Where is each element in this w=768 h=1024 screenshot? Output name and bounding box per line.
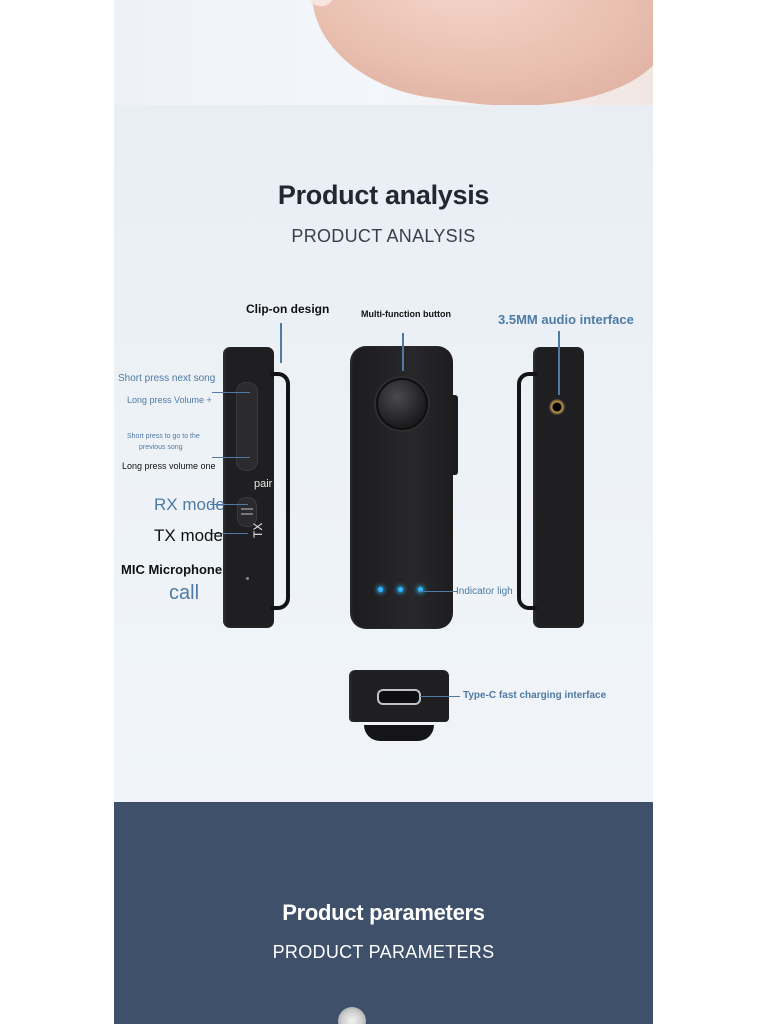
device-base — [364, 725, 434, 741]
short-press-prev-label-1: Short press to go to the — [127, 433, 200, 440]
belt-clip-left — [270, 372, 290, 610]
product-image-partial — [338, 1007, 366, 1024]
tx-mode-label: TX mode — [154, 526, 223, 545]
short-press-next-label: Short press next song — [118, 373, 216, 384]
audio-interface-label: 3.5MM audio interface — [498, 312, 634, 327]
multi-function-button[interactable] — [376, 378, 428, 430]
product-analysis-section: Product analysis PRODUCT ANALYSIS pair T… — [114, 105, 653, 802]
belt-clip-right — [517, 372, 537, 610]
long-press-vol-down-label: Long press volume one — [122, 461, 216, 471]
leader-audio — [558, 331, 560, 395]
pair-label: pair — [254, 478, 273, 490]
leader-indicator — [420, 591, 458, 592]
multi-button-label: Multi-function button — [361, 309, 451, 319]
analysis-title: Product analysis — [277, 180, 490, 210]
volume-rocker — [236, 382, 258, 471]
leader-tx — [212, 533, 248, 534]
typec-label: Type-C fast charging interface — [463, 690, 607, 701]
finger-image — [299, 0, 653, 105]
indicator-dot — [418, 587, 423, 592]
long-press-vol-up-label: Long press Volume + — [127, 395, 212, 405]
leader-button — [402, 333, 404, 371]
params-subtitle: PRODUCT PARAMETERS — [272, 942, 495, 962]
leader-rx — [210, 504, 248, 505]
type-c-port — [377, 689, 421, 705]
mic-hole — [246, 577, 249, 580]
leader-clip — [280, 323, 282, 363]
product-page: Product analysis PRODUCT ANALYSIS pair T… — [114, 0, 653, 1024]
audio-jack-port — [549, 399, 565, 415]
leader-next — [212, 392, 250, 393]
leader-prev — [212, 457, 250, 458]
rx-mode-label: RX mode — [154, 495, 225, 514]
hero-photo — [114, 0, 653, 105]
indicator-label: Indicator light — [456, 586, 512, 597]
indicator-dot — [378, 587, 383, 592]
call-label: call — [169, 582, 200, 604]
short-press-prev-label-2: previous song — [139, 444, 183, 451]
switch-ridge — [241, 513, 253, 515]
mic-label: MIC Microphone — [121, 562, 223, 577]
side-key — [453, 395, 458, 475]
params-title: Product parameters — [282, 900, 485, 925]
tx-side-label: TX — [251, 522, 265, 538]
analysis-subtitle: PRODUCT ANALYSIS — [291, 226, 476, 246]
leader-typec — [420, 696, 460, 697]
product-parameters-section: Product parameters PRODUCT PARAMETERS — [114, 802, 653, 1024]
switch-ridge — [241, 508, 253, 510]
clip-on-label: Clip-on design — [246, 302, 330, 316]
indicator-dot — [398, 587, 403, 592]
